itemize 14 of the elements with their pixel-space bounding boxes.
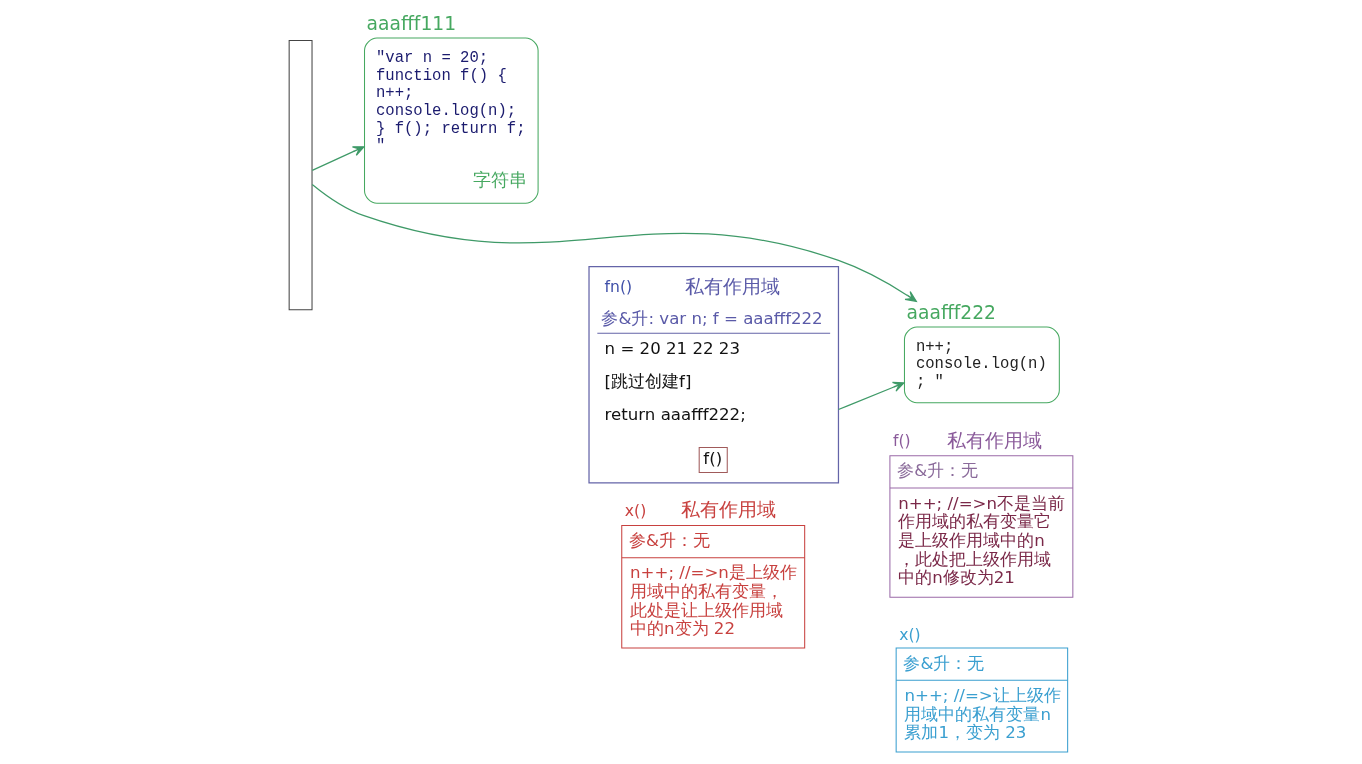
arrow [311,183,917,302]
node-label: x() [899,625,921,644]
node-box: n++; console.log(n) ; " [903,326,1060,404]
node-label: f() [893,431,911,450]
node-box: f() [698,446,728,473]
node-box [288,40,313,311]
node-label: 私有作用域 [947,429,1043,451]
node-label: x() [624,501,647,520]
node-label: 私有作用域 [681,499,776,521]
node-label: aaafff111 [366,13,457,35]
node-label: aaafff222 [906,302,997,324]
node-box: "var n = 20; function f() { n++; console.log(n); } f(); return f; " 字符串 [364,37,539,204]
arrow [837,381,905,411]
arrow [311,146,365,171]
